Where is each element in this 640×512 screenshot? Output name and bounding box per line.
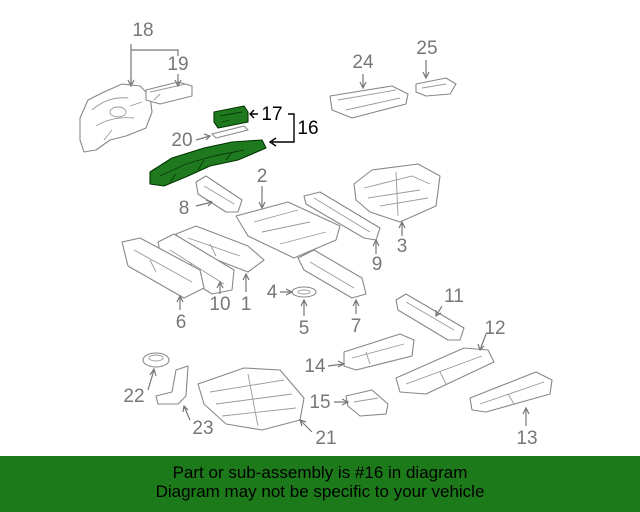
callout-9: 9 [372,254,383,275]
info-banner: Part or sub-assembly is #16 in diagram D… [0,456,640,512]
callout-25: 25 [416,38,437,59]
callout-numbers: 18 19 24 25 17 16 20 8 2 3 9 1 10 6 4 5 … [123,20,537,449]
parts-diagram: 18 19 24 25 17 16 20 8 2 3 9 1 10 6 4 5 … [79,20,553,449]
callout-13: 13 [516,428,537,449]
banner-line-disclaimer: Diagram may not be specific to your vehi… [155,482,485,501]
part-18-wheelhouse[interactable] [79,83,153,153]
part-2-floor-panel[interactable] [235,201,341,259]
callout-16: 16 [297,118,318,139]
part-8-bracket[interactable] [195,175,243,213]
part-21-trunk-floor[interactable] [197,367,305,431]
callout-11: 11 [444,286,464,307]
callout-1: 1 [241,294,252,315]
callout-4: 4 [267,282,278,303]
part-25-bracket[interactable] [415,77,457,97]
callout-17: 17 [261,104,282,125]
part-4-clip[interactable] [291,286,317,298]
part-20-bar[interactable] [211,125,249,139]
callout-20: 20 [171,130,192,151]
part-15-bracket[interactable] [345,389,389,417]
callout-10: 10 [209,294,230,315]
callout-24: 24 [352,52,374,73]
callout-23: 23 [192,418,213,439]
part-24-panel[interactable] [329,85,409,119]
callout-12: 12 [484,318,505,339]
callout-5: 5 [299,318,310,339]
part-12-rail[interactable] [395,347,495,395]
callout-6: 6 [176,312,187,333]
part-17-highlighted[interactable] [213,105,249,129]
part-14-crossmember[interactable] [343,333,415,371]
banner-line-part: Part or sub-assembly is #16 in diagram [172,463,468,482]
callout-2: 2 [257,166,268,187]
leader-lines [127,44,530,433]
part-13-rail[interactable] [469,371,553,413]
callout-15: 15 [309,392,330,413]
part-19-bracket[interactable] [145,81,193,105]
callout-14: 14 [304,356,326,377]
callout-22: 22 [123,386,144,407]
callout-18: 18 [132,20,153,41]
part-11-bracket[interactable] [395,293,465,341]
part-16-highlighted-rail[interactable] [149,139,267,187]
callout-19: 19 [167,54,188,75]
callout-8: 8 [179,198,190,219]
callout-7: 7 [351,316,362,337]
part-3-floor-tub[interactable] [353,163,441,223]
callout-21: 21 [315,428,336,449]
part-22-plug[interactable] [142,352,170,368]
callout-3: 3 [397,236,408,257]
part-23-bracket[interactable] [155,365,189,405]
part-6-rail[interactable] [121,237,205,299]
part-7-bracket[interactable] [297,249,367,299]
